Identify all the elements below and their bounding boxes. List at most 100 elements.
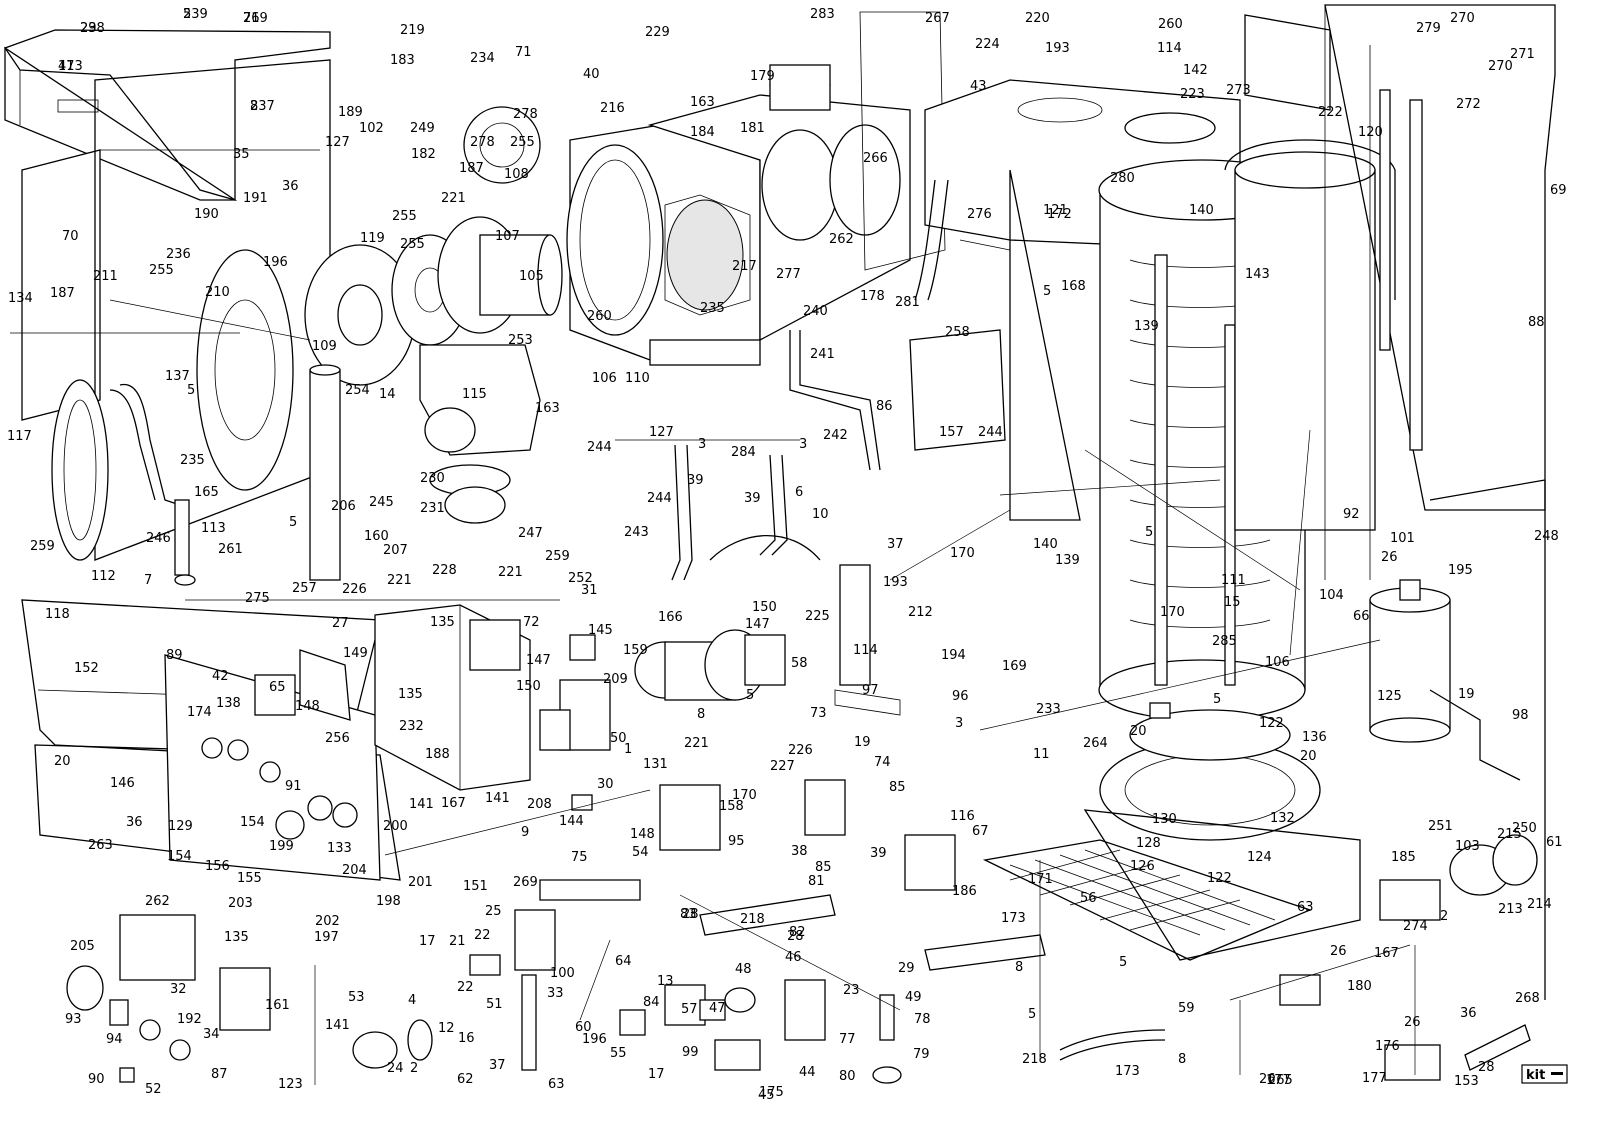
part-label: 59 [1178,1001,1195,1016]
part-label: 281 [895,295,920,310]
part-label: 254 [345,383,370,398]
part-label: 114 [1157,41,1182,56]
part-label: 107 [495,229,520,244]
part-label: 113 [201,521,226,536]
part-label: 117 [7,429,32,444]
part-label: 278 [470,135,495,150]
part-label: 109 [312,339,337,354]
part-label: 123 [278,1077,303,1092]
part-label: 253 [508,333,533,348]
part-label: 74 [874,755,891,770]
part-label: 120 [1358,125,1383,140]
part-label: 64 [615,954,632,969]
part-label: 145 [588,623,613,638]
burner-plate-assembly [196,106,563,491]
part-label: 125 [1377,689,1402,704]
part-label: 88 [1528,315,1545,330]
part-label: 29 [80,21,97,36]
part-label: 1 [624,742,632,757]
part-label: 3 [698,437,706,452]
part-label: 247 [518,526,543,541]
part-label: 251 [1428,819,1453,834]
part-label: 55 [610,1046,627,1061]
part-label: 100 [550,966,575,981]
part-label: 5 [183,7,191,22]
part-label: 242 [823,428,848,443]
part-label: 246 [146,531,171,546]
part-label: 5 [1213,692,1221,707]
part-label: 167 [441,796,466,811]
part-label: 147 [526,653,551,668]
part-label: 223 [1180,87,1205,102]
part-label: 284 [731,445,756,460]
part-label: 163 [690,95,715,110]
part-label: 39 [744,491,761,506]
part-label: 182 [411,147,436,162]
part-label: 28 [787,929,804,944]
part-label: 134 [8,291,33,306]
part-label: 197 [314,930,339,945]
part-label: 150 [752,600,777,615]
part-label: 121 [1043,203,1068,218]
part-label: 138 [216,696,241,711]
part-label: 22 [457,980,474,995]
part-label: 16 [458,1031,475,1046]
part-label: 159 [623,643,648,658]
part-label: 196 [263,255,288,270]
part-label: 156 [205,859,230,874]
part-label: 283 [810,7,835,22]
part-label: 53 [348,990,365,1005]
part-label: 71 [515,45,532,60]
part-label: 250 [1512,821,1537,836]
part-label: 8 [250,99,258,114]
part-label: 46 [785,950,802,965]
part-label: 274 [1403,919,1428,934]
part-label: 126 [1130,859,1155,874]
part-label: 191 [243,191,268,206]
right-frame [1244,4,1556,1000]
part-label: 34 [203,1027,220,1042]
part-label: 21 [449,934,466,949]
part-label: 2 [1440,909,1448,924]
part-label: 194 [941,648,966,663]
part-label: 200 [383,819,408,834]
part-label: 67 [972,824,989,839]
part-label: 252 [568,571,593,586]
part-label: 77 [839,1032,856,1047]
part-label: 193 [883,575,908,590]
bottom-center-fittings [352,909,902,1084]
part-label: 266 [863,151,888,166]
part-label: 5 [1028,1007,1036,1022]
part-label: 190 [194,207,219,222]
part-label: 158 [719,799,744,814]
part-label: 237 [250,99,275,114]
part-label: 278 [513,107,538,122]
part-label: 181 [740,121,765,136]
part-label: 218 [740,912,765,927]
part-label: 45 [758,1088,775,1103]
part-label: 214 [1527,897,1552,912]
circulating-pump [634,629,786,701]
part-label: 10 [812,507,829,522]
part-label: 26 [1259,1072,1276,1087]
part-label: 8 [1178,1052,1186,1067]
part-label: 257 [292,581,317,596]
part-label: 111 [1221,573,1246,588]
part-label: 270 [1450,11,1475,26]
part-label: 196 [582,1032,607,1047]
part-label: 27 [332,616,349,631]
part-label: 185 [1391,850,1416,865]
part-label: 256 [325,731,350,746]
part-label: 40 [583,67,600,82]
part-label: 12 [438,1021,455,1036]
part-label: 277 [776,267,801,282]
part-label: 65 [269,680,286,695]
part-label: 262 [145,894,170,909]
part-label: 150 [516,679,541,694]
part-label: 184 [690,125,715,140]
part-label: 226 [342,582,367,597]
center-pipes [671,330,901,716]
part-label: 5 [1145,525,1153,540]
part-label: 173 [1115,1064,1140,1079]
